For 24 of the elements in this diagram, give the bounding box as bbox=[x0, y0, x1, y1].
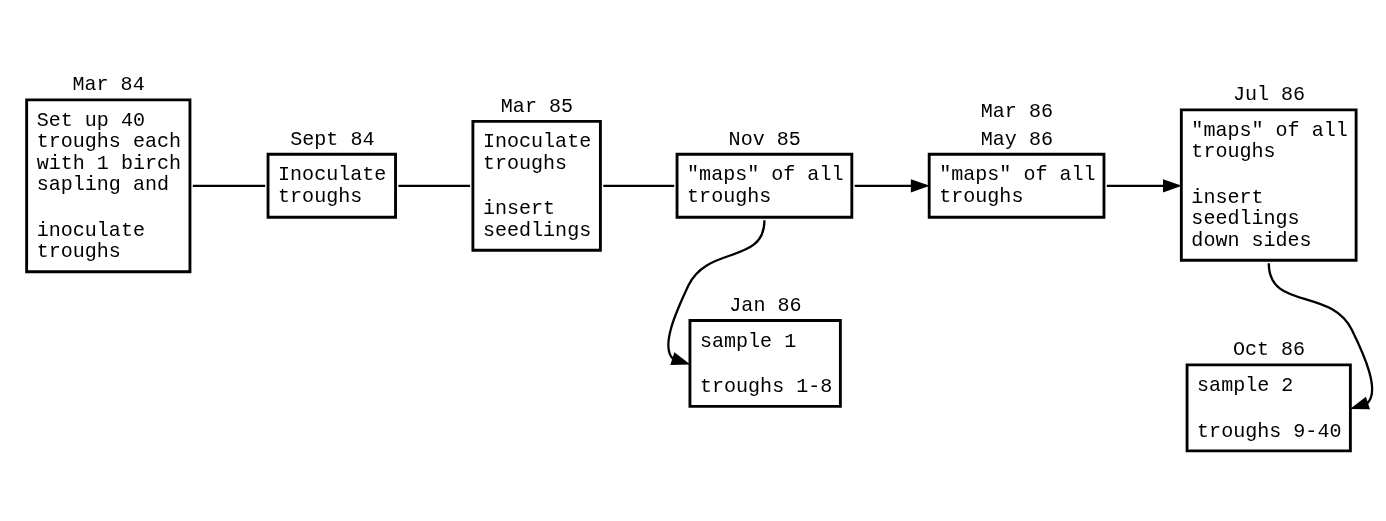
node-box: Inoculate troughs insert seedlings bbox=[471, 119, 602, 252]
node-label: Jul 86 bbox=[1232, 82, 1306, 106]
arrow bbox=[667, 219, 766, 365]
node-box: sample 2 troughs 9-40 bbox=[1185, 362, 1352, 452]
node-label: Mar 86 bbox=[980, 99, 1053, 123]
node-label: Sept 84 bbox=[290, 127, 375, 151]
node-box: Inoculate troughs bbox=[266, 152, 397, 219]
node-label: Jan 86 bbox=[729, 293, 802, 317]
node-label: Mar 85 bbox=[500, 94, 574, 118]
arrow bbox=[1106, 178, 1182, 192]
connector bbox=[398, 184, 471, 187]
node-box: sample 1 troughs 1-8 bbox=[688, 318, 842, 408]
node-label: May 86 bbox=[980, 127, 1053, 151]
node-box: Set up 40 troughs each with 1 birch sapling and inoculate troughs bbox=[25, 97, 192, 273]
node-label: Oct 86 bbox=[1232, 337, 1306, 361]
arrow bbox=[854, 178, 930, 192]
node-box: "maps" of all troughs bbox=[927, 152, 1106, 219]
connector bbox=[192, 184, 266, 187]
node-box: "maps" of all troughs bbox=[675, 152, 854, 219]
connector bbox=[603, 184, 675, 187]
node-label: Mar 84 bbox=[72, 72, 145, 96]
arrow bbox=[1267, 262, 1374, 409]
node-box: "maps" of all troughs insert seedlings down sides bbox=[1179, 107, 1358, 262]
node-label: Nov 85 bbox=[728, 127, 801, 151]
